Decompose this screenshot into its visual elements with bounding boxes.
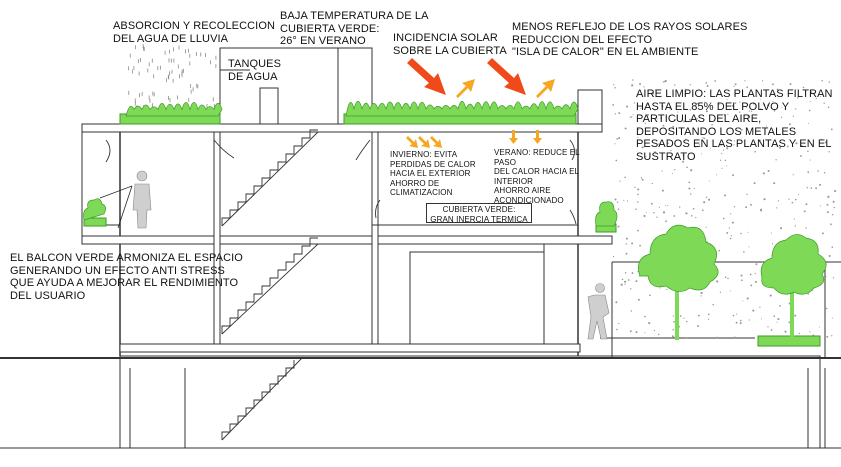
solar-label: INCIDENCIA SOLAR SOBRE LA CUBIERTA: [393, 32, 507, 57]
clean-air-label: AIRE LIMPIO: LAS PLANTAS FILTRAN HASTA E…: [636, 88, 833, 163]
rain-icon: [128, 44, 217, 110]
inertia-box: CUBIERTA VERDE: GRAN INERCIA TERMICA: [426, 203, 532, 224]
reflection-arrow-icon: [406, 79, 555, 148]
rain-label: ABSORCION Y RECOLECCION DEL AGUA DE LLUV…: [113, 20, 276, 45]
tanks-label: TANQUES DE AGUA: [228, 58, 282, 83]
inertia-label: CUBIERTA VERDE: GRAN INERCIA TERMICA: [430, 205, 528, 224]
floor-slab-2: [81, 235, 613, 245]
roof-slab: [81, 123, 603, 133]
winter-label: INVIERNO: EVITA PERDIDAS DE CALOR HACIA …: [390, 150, 476, 197]
stairs-icon: [221, 129, 319, 441]
floor-slab-1: [119, 343, 581, 353]
person-icon: [132, 170, 610, 340]
solar-arrow-icon: [407, 58, 526, 95]
reflection-label: MENOS REFLEJO DE LOS RAYOS SOLARES REDUC…: [512, 21, 748, 58]
temperature-label: BAJA TEMPERATURA DE LA CUBIERTA VERDE: 2…: [280, 10, 429, 47]
summer-label: VERANO: REDUCE EL PASO DEL CALOR HACIA E…: [494, 148, 580, 205]
balcony-label: EL BALCON VERDE ARMONIZA EL ESPACIO GENE…: [10, 252, 243, 302]
green-roof-vegetation: [83, 100, 821, 347]
basement-level: [119, 355, 821, 449]
tree-icon: [638, 224, 827, 340]
